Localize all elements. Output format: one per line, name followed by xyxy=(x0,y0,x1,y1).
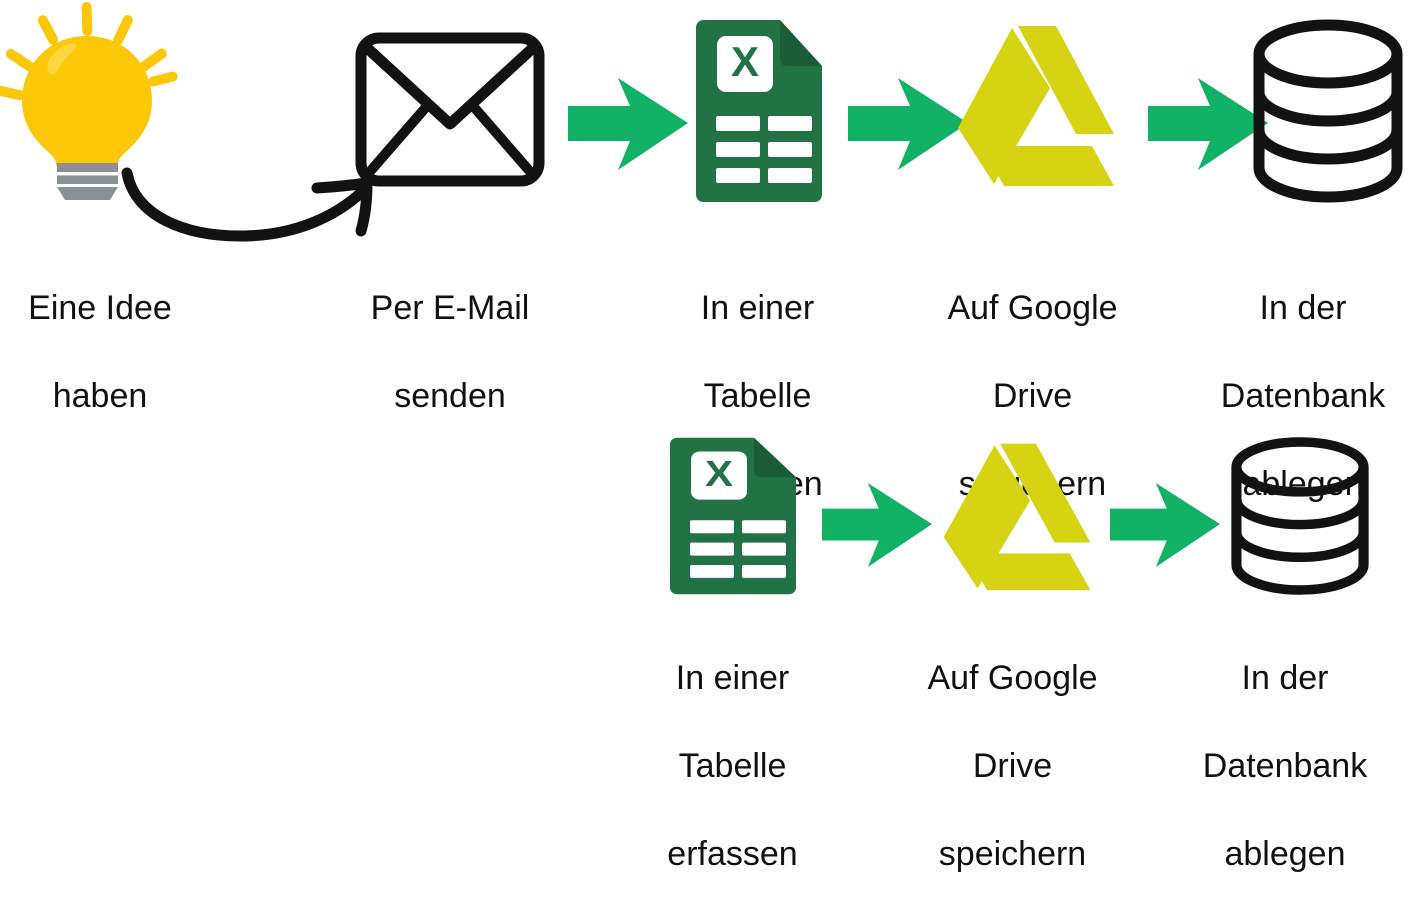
label-line: Drive xyxy=(972,747,1053,785)
arrow-email-to-spreadsheet xyxy=(568,78,688,170)
google-drive-icon xyxy=(952,22,1122,188)
label-line: In einer xyxy=(700,289,815,327)
label-line: Datenbank xyxy=(1202,747,1368,785)
lightbulb-icon xyxy=(0,0,200,200)
arrow-spreadsheet2-to-drive2 xyxy=(822,483,932,567)
excel-badge-letter: X xyxy=(731,38,759,85)
diagram-canvas: X xyxy=(0,0,1404,873)
excel-badge-letter: X xyxy=(705,455,733,495)
label-line: In einer xyxy=(675,659,790,697)
label-line: haben xyxy=(52,377,148,415)
excel-spreadsheet-icon: X xyxy=(662,436,802,596)
label-spreadsheet-2: In einer Tabelle erfassen xyxy=(630,612,835,920)
label-line: erfassen xyxy=(667,835,798,873)
arrow-spreadsheet-to-drive xyxy=(848,78,968,170)
google-drive-icon xyxy=(938,440,1098,592)
label-line: Auf Google xyxy=(947,289,1118,327)
label-line: In der xyxy=(1241,659,1329,697)
label-line: senden xyxy=(394,377,506,415)
label-line: speichern xyxy=(938,835,1087,873)
label-database-2: In der Datenbank ablegen xyxy=(1180,612,1390,920)
label-drive-2: Auf Google Drive speichern xyxy=(905,612,1120,920)
label-line: Auf Google xyxy=(927,659,1098,697)
label-line: Tabelle xyxy=(703,377,812,415)
database-icon xyxy=(1230,436,1370,596)
excel-spreadsheet-icon: X xyxy=(688,18,828,204)
label-line: Per E-Mail xyxy=(370,289,530,327)
envelope-icon xyxy=(355,32,545,187)
label-idea: Eine Idee haben xyxy=(0,242,200,462)
label-email: Per E-Mail senden xyxy=(350,242,550,462)
label-line: Eine Idee xyxy=(28,289,172,327)
arrow-drive2-to-database2 xyxy=(1110,483,1220,567)
arrow-drive-to-database xyxy=(1148,78,1268,170)
label-line: In der xyxy=(1259,289,1347,327)
label-line: Datenbank xyxy=(1220,377,1386,415)
label-line: ablegen xyxy=(1224,835,1346,873)
database-icon xyxy=(1252,18,1404,204)
label-line: Drive xyxy=(992,377,1073,415)
label-line: Tabelle xyxy=(678,747,787,785)
